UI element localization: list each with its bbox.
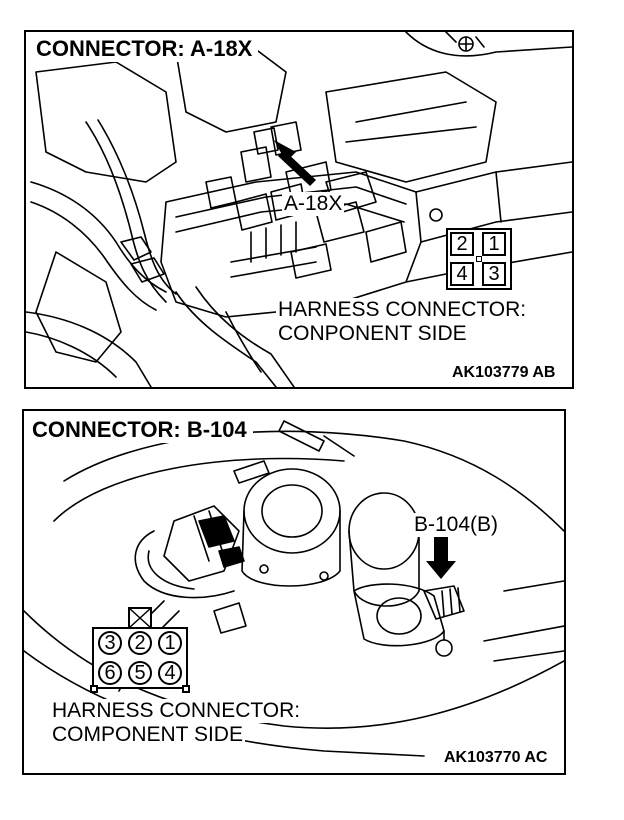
connector-b-pin-5: 5 bbox=[128, 661, 152, 685]
connector-b-pin-2: 2 bbox=[128, 631, 152, 655]
connector-b-pin-4: 4 bbox=[158, 661, 182, 685]
connector-b-latch bbox=[128, 607, 152, 629]
connector-a-pin-4: 4 bbox=[450, 262, 474, 286]
connector-a-latch bbox=[476, 256, 482, 262]
connector-b-title: CONNECTOR: B-104 bbox=[28, 417, 253, 443]
connector-a-figure-code: AK103779 AB bbox=[450, 364, 558, 382]
connector-b-foot-left bbox=[90, 685, 98, 693]
connector-b-foot-right bbox=[182, 685, 190, 693]
connector-a-panel: CONNECTOR: A-18X A-18X 2 1 4 3 HARNESS C… bbox=[24, 30, 574, 389]
connector-b-panel: CONNECTOR: B-104 B-104(B) 3 2 1 6 5 4 HA… bbox=[22, 409, 566, 775]
component-illustration-b bbox=[24, 420, 564, 757]
connector-b-pin-3: 3 bbox=[98, 631, 122, 655]
connector-a-title: CONNECTOR: A-18X bbox=[32, 36, 259, 62]
connector-a-location-label: A-18X bbox=[282, 192, 345, 216]
connector-a-pin-2: 2 bbox=[450, 232, 474, 256]
connector-a-pin-diagram: 2 1 4 3 bbox=[446, 228, 512, 290]
connector-a-pin-3: 3 bbox=[482, 262, 506, 286]
connector-b-pin-1: 1 bbox=[158, 631, 182, 655]
connector-a-harness-label-line2: CONPONENT SIDE bbox=[276, 322, 469, 346]
connector-b-pin-6: 6 bbox=[98, 661, 122, 685]
connector-a-pin-1: 1 bbox=[482, 232, 506, 256]
connector-b-figure-code: AK103770 AC bbox=[442, 749, 550, 767]
connector-b-pin-diagram: 3 2 1 6 5 4 bbox=[90, 607, 202, 697]
connector-b-harness-label-line2: COMPONENT SIDE bbox=[50, 723, 245, 747]
connector-b-harness-label-line1: HARNESS CONNECTOR: bbox=[50, 699, 303, 723]
engine-bay-illustration-a bbox=[26, 32, 572, 387]
connector-a-harness-label-line1: HARNESS CONNECTOR: bbox=[276, 298, 529, 322]
connector-b-location-label: B-104(B) bbox=[412, 513, 501, 537]
